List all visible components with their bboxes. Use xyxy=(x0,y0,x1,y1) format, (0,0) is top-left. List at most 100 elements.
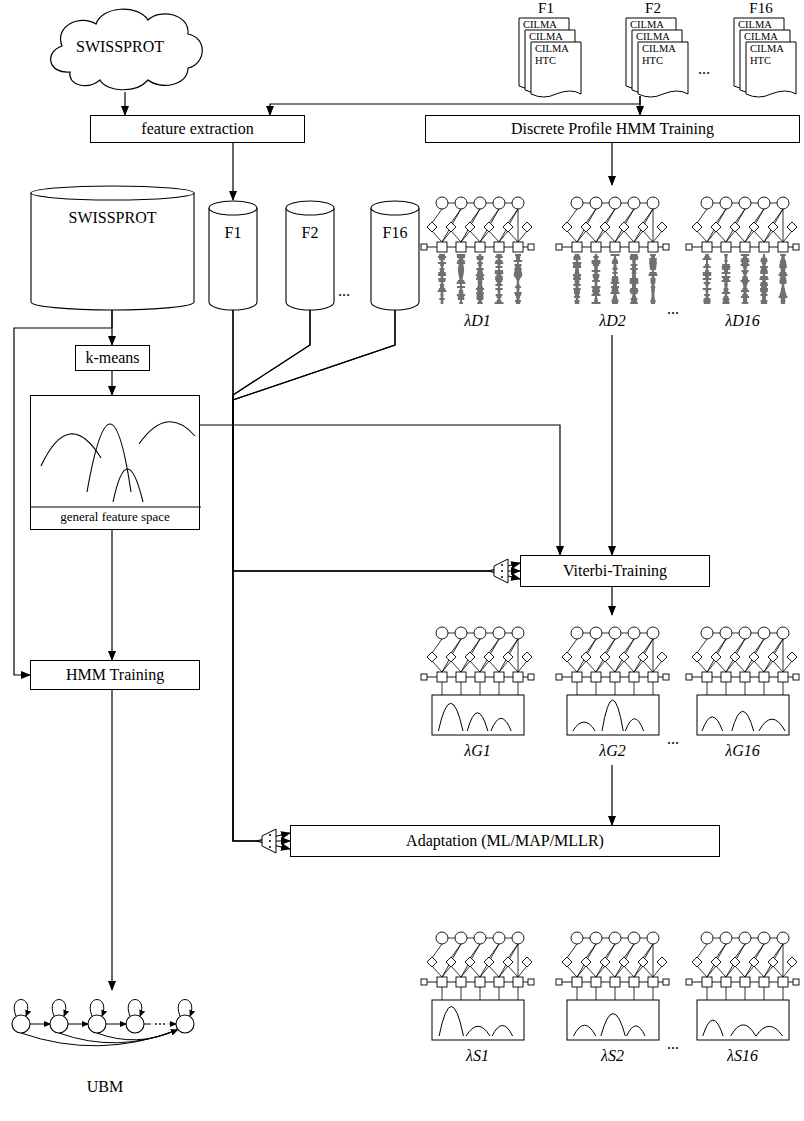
emission-histogram xyxy=(441,260,444,261)
transition xyxy=(602,203,609,204)
ellipsis-label: ... xyxy=(666,300,680,318)
insert-state xyxy=(657,957,667,967)
emission-histogram xyxy=(479,254,482,255)
insert-state xyxy=(581,957,591,967)
emission-histogram xyxy=(594,298,597,299)
transition xyxy=(653,209,654,242)
document-page xyxy=(638,42,688,97)
emission-histogram xyxy=(780,278,787,279)
emission-histogram xyxy=(725,294,727,295)
end-state xyxy=(793,674,799,680)
transition xyxy=(605,966,615,977)
emission-histogram xyxy=(460,300,462,301)
emission-histogram xyxy=(703,258,712,259)
transition xyxy=(596,639,615,672)
transition xyxy=(783,209,784,242)
emission-histogram xyxy=(743,272,748,273)
emission-histogram xyxy=(742,262,749,263)
connector xyxy=(232,143,233,200)
profile-hmm: λD2 xyxy=(555,185,670,335)
emission-link xyxy=(764,682,765,695)
process-box: feature extraction xyxy=(90,115,305,143)
end-state xyxy=(793,979,799,985)
emission-histogram xyxy=(514,292,521,293)
emission-histogram xyxy=(496,274,501,275)
emission-link xyxy=(499,987,500,1000)
transition xyxy=(518,944,519,977)
insert-state xyxy=(465,652,475,662)
emission-histogram xyxy=(611,254,620,255)
ellipsis-label: ... xyxy=(697,60,711,78)
emission-histogram xyxy=(612,288,619,289)
transition xyxy=(735,966,745,977)
insert-state xyxy=(657,652,667,662)
document-text: CILMA HTC xyxy=(642,43,684,66)
emission-histogram xyxy=(725,274,727,275)
transition xyxy=(726,639,745,672)
emission-histogram xyxy=(514,272,522,273)
delete-state xyxy=(758,197,770,209)
insert-state xyxy=(692,957,702,967)
delete-state xyxy=(777,197,789,209)
emission-histogram xyxy=(632,274,636,275)
match-state xyxy=(494,242,504,252)
emission-histogram xyxy=(703,266,710,267)
emission-histogram xyxy=(478,300,481,301)
emission-histogram xyxy=(476,274,484,275)
gaussian-curve xyxy=(731,1025,756,1036)
emission-histogram xyxy=(498,290,501,291)
cylinder-body xyxy=(209,208,257,310)
emission-histogram xyxy=(760,270,767,271)
insert-state xyxy=(503,222,513,232)
transition xyxy=(508,661,518,672)
emission-link xyxy=(783,987,784,1000)
insert-state xyxy=(711,652,721,662)
self-loop xyxy=(178,1000,192,1017)
document-text: CILMA xyxy=(529,31,571,43)
emission-histogram xyxy=(573,264,580,265)
delete-state xyxy=(512,932,524,944)
emission-histogram xyxy=(724,282,727,283)
begin-state xyxy=(556,244,562,250)
emission-histogram xyxy=(496,294,503,295)
emission-histogram xyxy=(743,286,746,287)
transition xyxy=(518,966,527,977)
emission-link xyxy=(653,987,654,1000)
profile-hmm: λG2 xyxy=(555,615,670,765)
delete-state xyxy=(609,197,621,209)
emission-histogram xyxy=(516,302,520,303)
emission-histogram xyxy=(612,262,618,263)
process-box: Discrete Profile HMM Training xyxy=(425,115,800,143)
insert-state xyxy=(711,222,721,232)
transition xyxy=(754,231,764,242)
transition xyxy=(461,209,480,242)
emission-histogram xyxy=(630,256,639,257)
ellipsis-dot xyxy=(163,1023,165,1025)
insert-state xyxy=(749,652,759,662)
insert-state xyxy=(465,222,475,232)
emission-histogram xyxy=(612,280,619,281)
gaussian-curve xyxy=(732,711,754,731)
transition xyxy=(713,203,720,204)
transition xyxy=(732,203,739,204)
emission-histogram xyxy=(458,280,465,281)
insert-state xyxy=(768,957,778,967)
transition xyxy=(106,1024,126,1025)
emission-histogram xyxy=(762,292,767,293)
emission-histogram xyxy=(762,298,766,299)
insert-state xyxy=(446,652,456,662)
emission-histogram xyxy=(495,284,502,285)
delete-state xyxy=(739,627,751,639)
emission-histogram xyxy=(763,254,765,255)
emission-histogram xyxy=(477,294,484,295)
profile-hmm: λS1 xyxy=(420,920,535,1070)
insert-state xyxy=(446,957,456,967)
emission-histogram xyxy=(613,284,617,285)
transition xyxy=(732,633,739,634)
emission-histogram xyxy=(515,276,522,277)
emission-histogram xyxy=(495,278,503,279)
emission-link xyxy=(634,987,635,1000)
transition xyxy=(499,209,518,242)
transition xyxy=(432,639,442,653)
